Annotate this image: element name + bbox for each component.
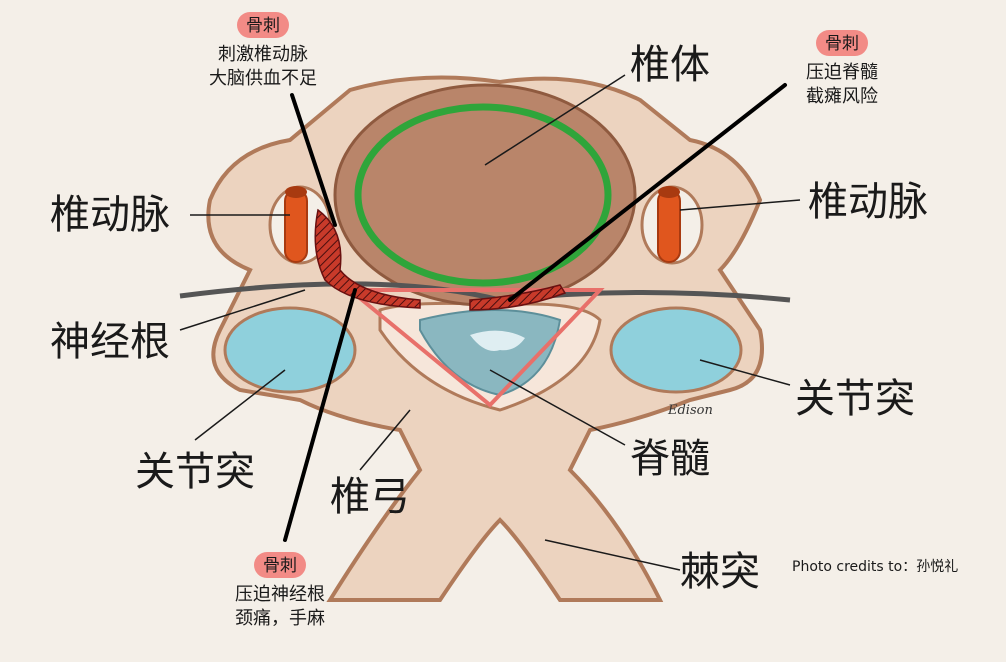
- callout-top-left-line1: 刺激椎动脉: [218, 44, 308, 65]
- badge-top-left: [237, 12, 289, 38]
- leader-nerve: [179, 289, 306, 331]
- vertebral-body: [333, 83, 637, 307]
- badge-top-right: [816, 30, 868, 56]
- artist-signature: Edison: [667, 403, 713, 418]
- leader-body: [484, 74, 626, 166]
- leader-artery-right: [679, 199, 801, 211]
- vertebral-artery-right-top: [658, 186, 680, 198]
- label-facet-right: 关节突: [795, 376, 915, 422]
- compression-zone: [344, 288, 605, 408]
- label-spinous-process: 棘突: [680, 549, 760, 595]
- spur-right: [469, 284, 567, 311]
- leader-spinous: [544, 539, 681, 571]
- spur-left: [314, 208, 421, 309]
- badge-top-right-text: 骨刺: [825, 34, 859, 54]
- leader-facet-right: [699, 359, 791, 386]
- label-nerve-root: 神经根: [50, 319, 170, 365]
- leader-facet-left: [194, 369, 286, 441]
- leader-cord: [489, 369, 626, 446]
- photo-credit: Photo credits to：孙悦礼: [792, 559, 958, 575]
- badge-top-left-text: 骨刺: [246, 16, 280, 36]
- label-vertebral-body: 椎体: [630, 42, 710, 88]
- vertebral-artery-left: [284, 189, 308, 263]
- label-lamina: 椎弓: [330, 474, 410, 520]
- callout-bottom-line2: 颈痛，手麻: [235, 608, 325, 629]
- grey-matter: [470, 330, 525, 351]
- facet-right: [609, 306, 743, 394]
- badge-bottom-text: 骨刺: [263, 556, 297, 576]
- green-ring: [354, 103, 612, 287]
- pointer-top-right: [508, 83, 787, 302]
- callout-bottom-line1: 压迫神经根: [235, 584, 325, 605]
- label-spinal-cord: 脊髓: [630, 436, 710, 482]
- pointer-top-left: [290, 93, 337, 227]
- vertebral-artery-left-top: [285, 186, 307, 198]
- callout-top-right-line1: 压迫脊髓: [806, 62, 878, 83]
- facet-left: [223, 306, 357, 394]
- label-vertebral-artery-left: 椎动脉: [50, 192, 170, 238]
- label-facet-left: 关节突: [135, 449, 255, 495]
- badge-bottom: [254, 552, 306, 578]
- label-vertebral-artery-right: 椎动脉: [808, 179, 928, 225]
- vertebral-artery-right: [657, 189, 681, 263]
- pointer-bottom: [283, 288, 357, 542]
- callout-top-left-line2: 大脑供血不足: [209, 68, 317, 89]
- callout-top-right-line2: 截瘫风险: [806, 86, 878, 107]
- leader-lamina: [359, 409, 411, 471]
